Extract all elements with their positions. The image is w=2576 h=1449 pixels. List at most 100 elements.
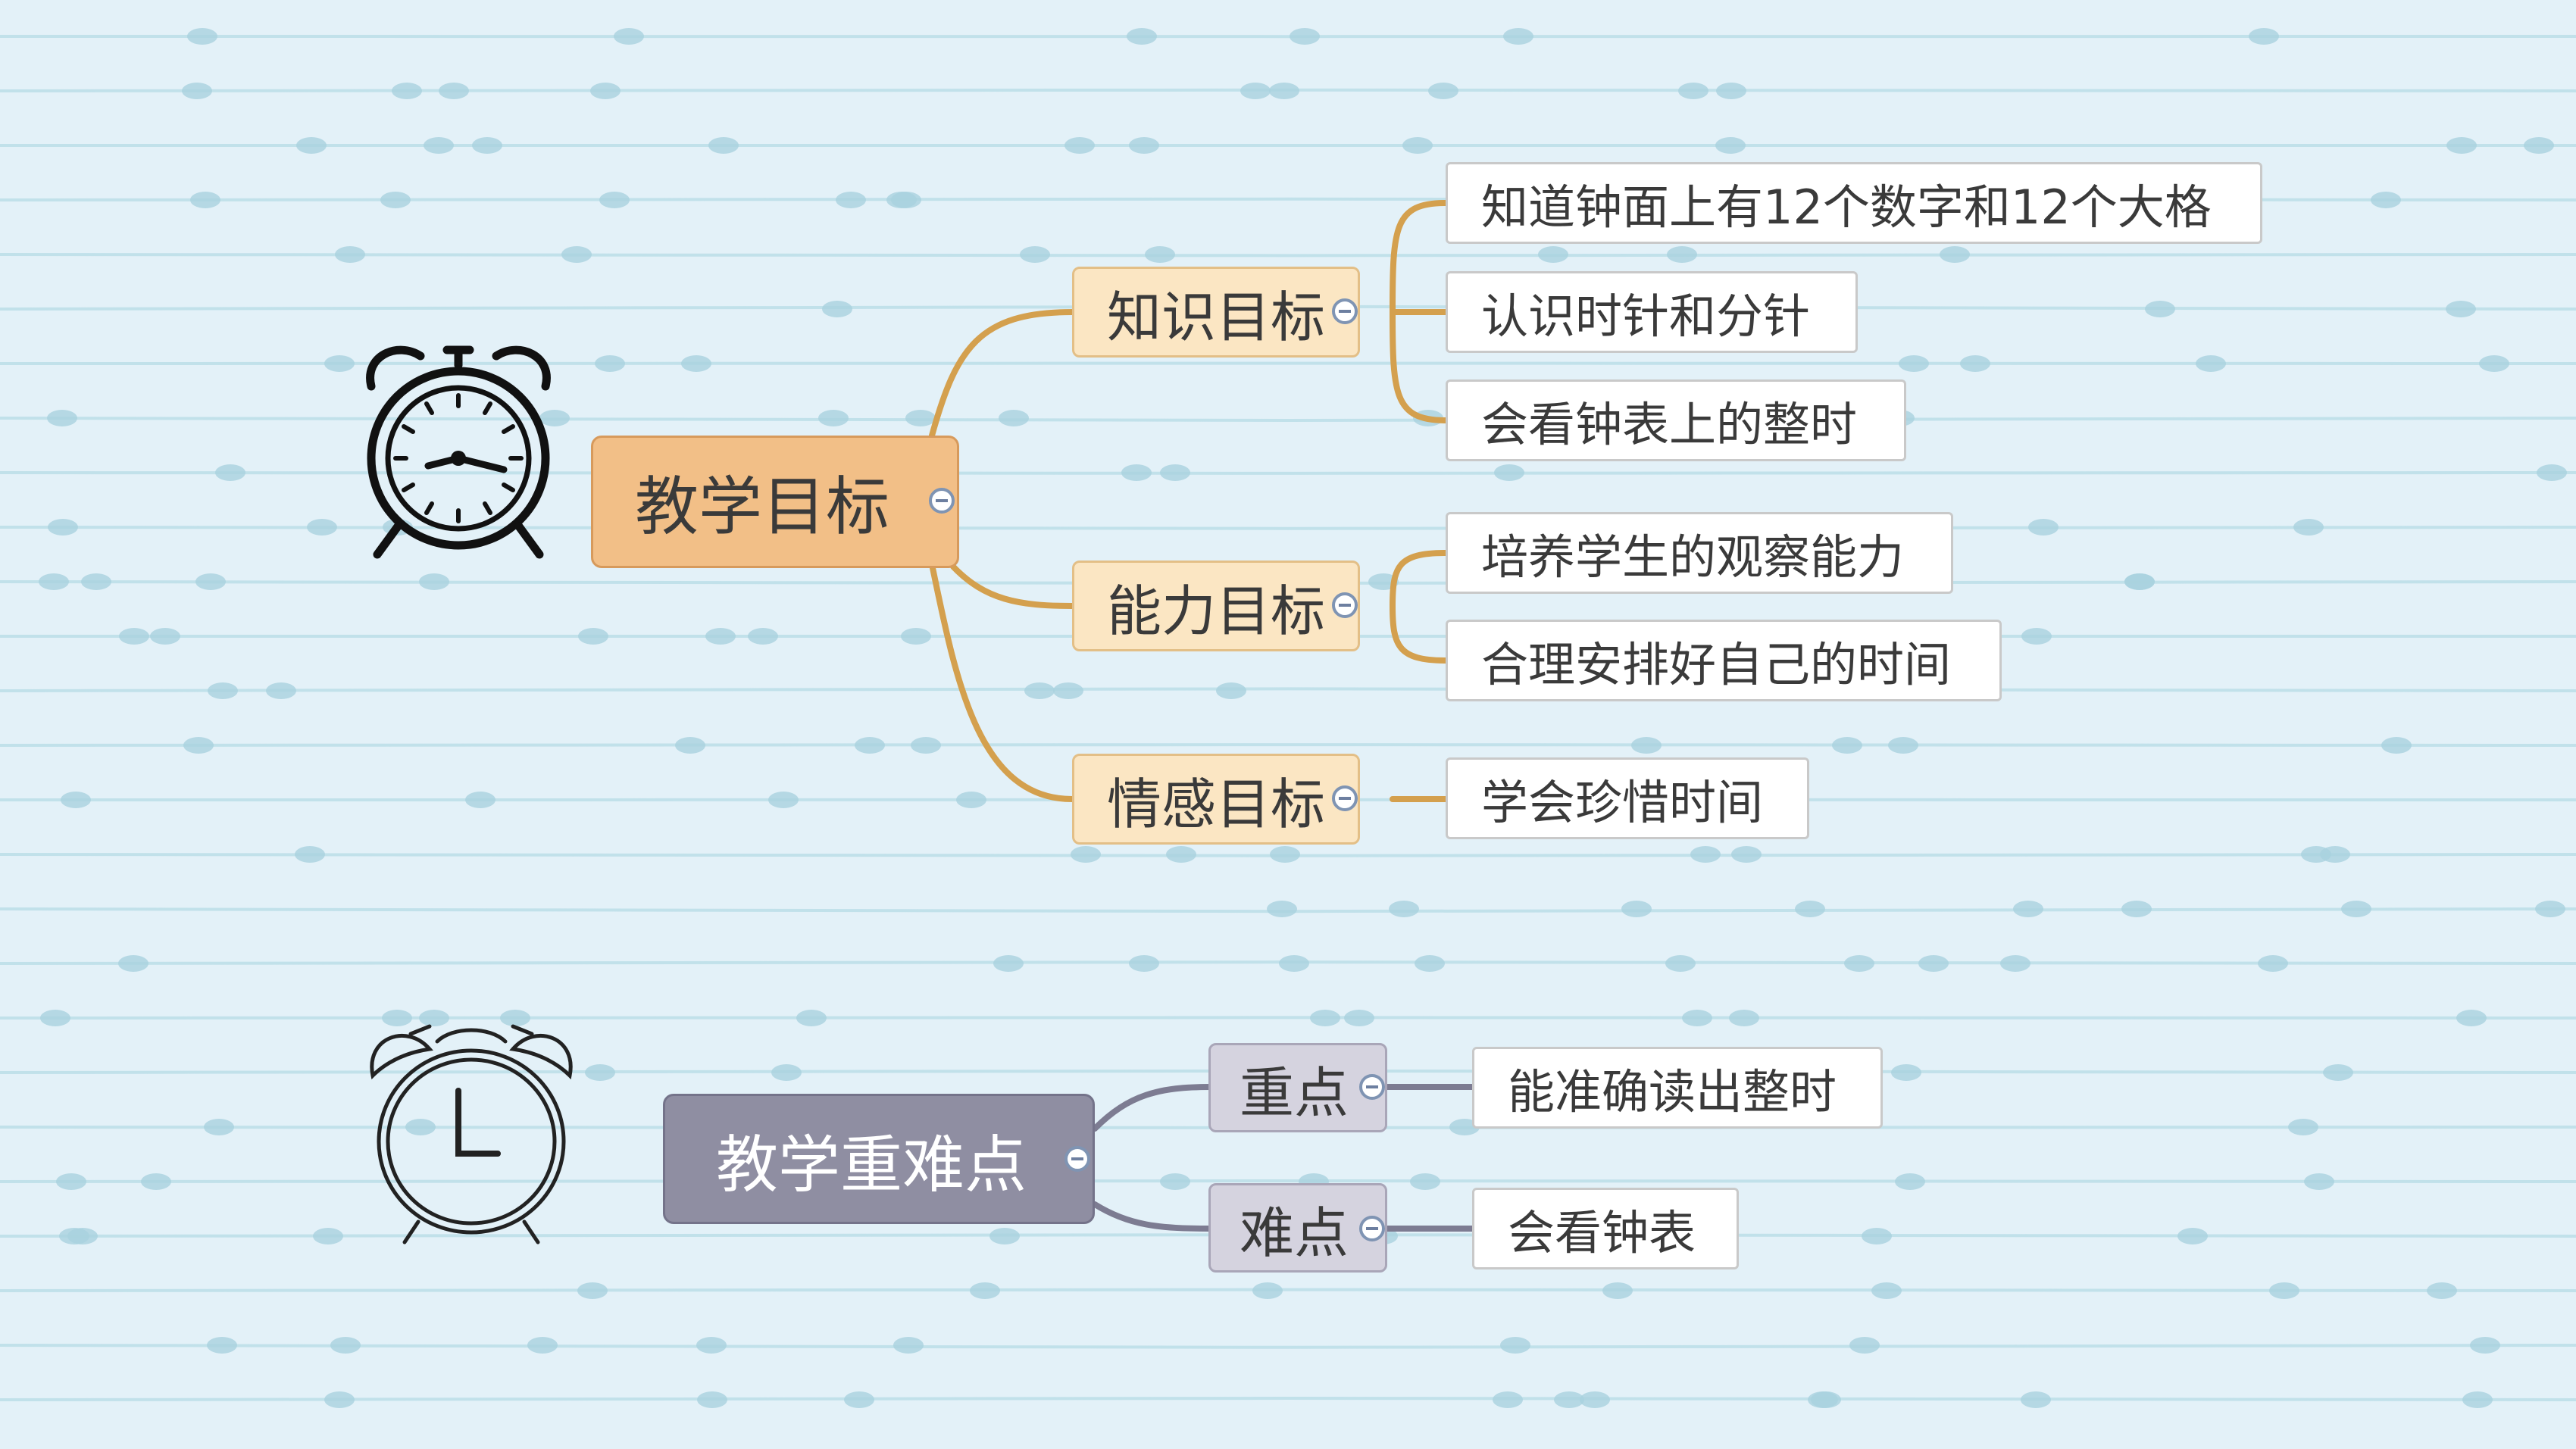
background-dot: [705, 628, 736, 645]
background-dot: [182, 83, 212, 99]
difficult-point-node[interactable]: 难点: [1208, 1183, 1387, 1273]
background-dot: [1940, 246, 1970, 263]
background-dot: [1279, 955, 1309, 972]
leaf-node[interactable]: 合理安排好自己的时间: [1446, 620, 2002, 701]
background-dot: [675, 737, 705, 754]
background-dot: [1862, 1228, 1892, 1244]
background-dot: [1729, 1010, 1759, 1026]
background-dot: [2121, 901, 2152, 917]
background-dot: [539, 410, 570, 426]
background-dot: [855, 737, 885, 754]
objectives-root-node[interactable]: 教学目标: [591, 436, 959, 568]
background-dot: [1918, 955, 1949, 972]
background-dot: [1389, 901, 1419, 917]
background-dot: [324, 355, 355, 372]
background-dot: [796, 1010, 827, 1026]
background-dot: [2249, 28, 2279, 45]
background-dot: [500, 1010, 530, 1026]
background-dot: [2381, 737, 2412, 754]
focus-root-node[interactable]: 教学重难点: [663, 1094, 1095, 1224]
background-dot: [215, 464, 245, 481]
background-dot: [905, 410, 936, 426]
background-dot: [2258, 955, 2288, 972]
background-dot: [2028, 519, 2059, 536]
connector-ability-leaf2: [1390, 603, 1449, 664]
ability-goal-label: 能力目标: [1106, 579, 1325, 643]
background-dot: [1310, 1010, 1340, 1026]
background-dot: [1731, 846, 1762, 863]
background-dot: [195, 573, 226, 590]
connector-focus-difficult: [1092, 1201, 1214, 1232]
knowledge-goal-node[interactable]: 知识目标: [1072, 267, 1360, 358]
key-point-node[interactable]: 重点: [1208, 1043, 1387, 1132]
background-dot: [2470, 1337, 2500, 1354]
leaf-node[interactable]: 学会珍惜时间: [1446, 757, 1809, 839]
background-dot: [956, 792, 986, 808]
background-dot: [1811, 1391, 1841, 1408]
background-dot: [708, 137, 739, 154]
collapse-toggle-icon[interactable]: [1332, 298, 1358, 324]
background-dot: [1678, 83, 1708, 99]
background-line: [0, 1016, 2576, 1020]
leaf-node[interactable]: 会看钟表上的整时: [1446, 379, 1906, 461]
collapse-toggle-icon[interactable]: [1064, 1146, 1090, 1172]
background-dot: [419, 573, 449, 590]
leaf-node[interactable]: 认识时针和分针: [1446, 271, 1858, 353]
background-dot: [1129, 955, 1159, 972]
background-dot: [1267, 901, 1297, 917]
background-line: [0, 687, 2576, 692]
background-dot: [1832, 737, 1862, 754]
background-dot: [1715, 137, 1746, 154]
background-dot: [2456, 1010, 2487, 1026]
connector-knowledge-leaf1: [1390, 200, 1449, 315]
background-dot: [1849, 1337, 1880, 1354]
leaf-label: 知道钟面上有12个数字和12个大格: [1481, 180, 2212, 235]
background-dot: [1290, 28, 1320, 45]
background-dot: [465, 792, 496, 808]
leaf-node[interactable]: 能准确读出整时: [1472, 1047, 1883, 1129]
background-dot: [208, 682, 238, 699]
background-dot: [1166, 846, 1196, 863]
background-dot: [40, 1010, 70, 1026]
leaf-node[interactable]: 培养学生的观察能力: [1446, 512, 1953, 594]
background-line: [0, 1397, 2576, 1401]
leaf-label: 合理安排好自己的时间: [1481, 637, 1952, 692]
background-dot: [190, 192, 220, 208]
background-dot: [989, 1228, 1020, 1244]
collapse-toggle-icon[interactable]: [1332, 592, 1358, 618]
leaf-node[interactable]: 会看钟表: [1472, 1188, 1739, 1269]
collapse-toggle-icon[interactable]: [1359, 1216, 1385, 1241]
leaf-node[interactable]: 知道钟面上有12个数字和12个大格: [1446, 162, 2262, 244]
background-dot: [893, 1337, 924, 1354]
background-dot: [335, 246, 365, 263]
background-dot: [1493, 1391, 1523, 1408]
background-dot: [313, 1228, 343, 1244]
background-dot: [2371, 192, 2401, 208]
emotion-goal-label: 情感目标: [1106, 772, 1325, 836]
background-dot: [2000, 955, 2030, 972]
background-dot: [81, 573, 111, 590]
background-dot: [1160, 464, 1190, 481]
background-dot: [2479, 355, 2509, 372]
background-dot: [1428, 83, 1458, 99]
leaf-label: 认识时针和分针: [1481, 289, 1811, 344]
background-dot: [296, 137, 327, 154]
collapse-toggle-icon[interactable]: [1359, 1074, 1385, 1100]
emotion-goal-node[interactable]: 情感目标: [1072, 754, 1360, 845]
background-dot: [1269, 83, 1299, 99]
background-dot: [844, 1391, 874, 1408]
background-dot: [1020, 246, 1050, 263]
background-line: [0, 470, 2576, 476]
collapse-toggle-icon[interactable]: [1332, 785, 1358, 811]
background-dot: [768, 792, 799, 808]
collapse-toggle-icon[interactable]: [929, 488, 955, 514]
background-dot: [1024, 682, 1055, 699]
background-dot: [2177, 1228, 2208, 1244]
background-dot: [1494, 464, 1524, 481]
background-dot: [748, 628, 778, 645]
connector-focus-key: [1092, 1084, 1214, 1132]
background-dot: [1415, 955, 1445, 972]
background-line: [0, 142, 2576, 148]
ability-goal-node[interactable]: 能力目标: [1072, 561, 1360, 651]
